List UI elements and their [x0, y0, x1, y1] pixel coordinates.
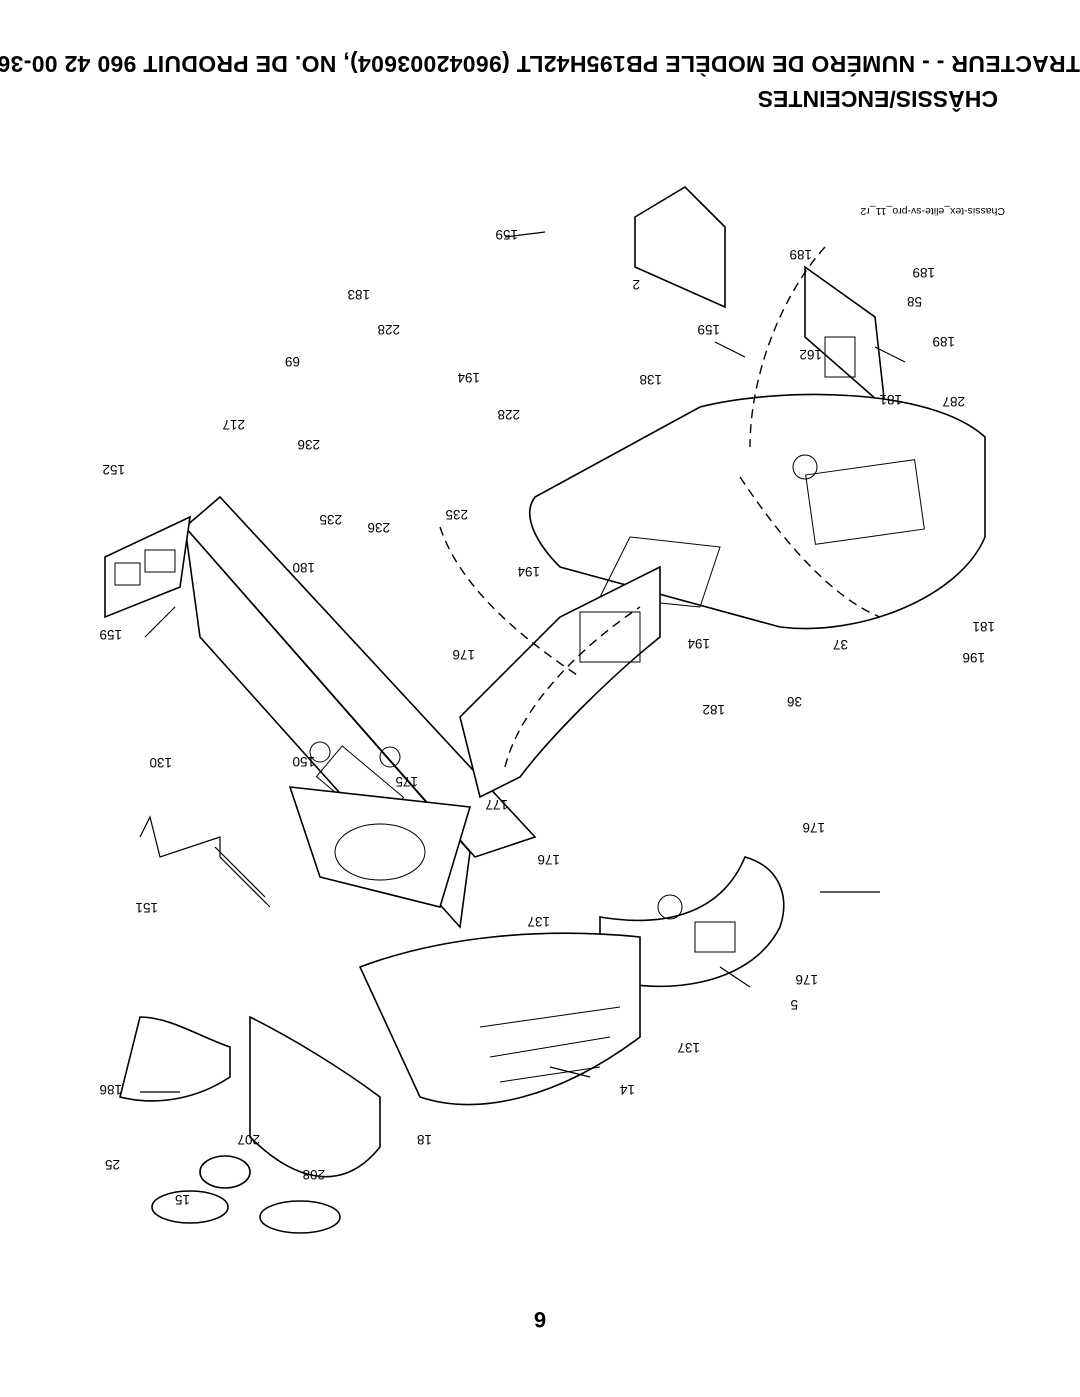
part-number-207: 207 — [237, 1132, 260, 1147]
front-grille — [119, 1015, 381, 1234]
part-number-287: 287 — [942, 394, 965, 409]
part-number-236: 236 — [297, 437, 320, 452]
part-number-175: 175 — [395, 774, 418, 789]
part-number-177: 177 — [485, 797, 508, 812]
connector-line — [439, 526, 581, 678]
part-number-36: 36 — [786, 694, 802, 709]
part-number-150: 150 — [292, 754, 315, 769]
part-number-130: 130 — [149, 755, 172, 770]
part-number-194: 194 — [457, 370, 480, 385]
part-number-151: 151 — [135, 900, 158, 915]
part-number-217: 217 — [222, 417, 245, 432]
part-number-25: 25 — [104, 1157, 120, 1172]
rear-bracket — [104, 515, 192, 619]
part-number-5: 5 — [790, 997, 798, 1012]
part-number-181: 181 — [879, 392, 902, 407]
part-number-235: 235 — [319, 512, 342, 527]
part-number-159: 159 — [99, 627, 122, 642]
part-number-15: 15 — [174, 1192, 190, 1207]
part-number-189: 189 — [932, 334, 955, 349]
part-number-18: 18 — [416, 1132, 432, 1147]
part-number-137: 137 — [527, 914, 550, 929]
part-number-189: 189 — [912, 265, 935, 280]
part-number-14: 14 — [619, 1082, 635, 1097]
part-number-162: 162 — [799, 347, 822, 362]
hood-pan — [529, 393, 986, 630]
part-number-176: 176 — [795, 972, 818, 987]
part-number-183: 183 — [347, 287, 370, 302]
part-number-181: 181 — [972, 619, 995, 634]
part-number-138: 138 — [639, 372, 662, 387]
leader-lines — [140, 231, 906, 1093]
part-number-194: 194 — [517, 564, 540, 579]
part-number-196: 196 — [962, 650, 985, 665]
steering-bracket — [634, 185, 887, 409]
part-number-186: 186 — [99, 1082, 122, 1097]
part-number-228: 228 — [377, 322, 400, 337]
part-number-58: 58 — [906, 294, 922, 309]
page-number: 6 — [533, 1307, 547, 1332]
part-number-176: 176 — [537, 852, 560, 867]
part-number-2: 2 — [632, 277, 640, 292]
hood — [358, 932, 641, 1106]
seat-support — [288, 786, 472, 908]
part-number-208: 208 — [302, 1167, 325, 1182]
part-number-137: 137 — [677, 1040, 700, 1055]
part-number-176: 176 — [802, 820, 825, 835]
part-number-189: 189 — [789, 247, 812, 262]
drawing-reference: Chassis-tex_elite-sv-pro_11_r2 — [860, 205, 1005, 217]
part-number-159: 159 — [495, 227, 518, 242]
part-number-152: 152 — [102, 462, 125, 477]
part-number-236: 236 — [367, 520, 390, 535]
cable-bracket — [139, 815, 271, 908]
part-number-176: 176 — [452, 647, 475, 662]
part-number-194: 194 — [687, 636, 710, 651]
part-number-37: 37 — [832, 637, 848, 652]
dash-panel — [459, 565, 661, 799]
connector-line — [504, 606, 641, 768]
part-number-69: 69 — [284, 354, 300, 369]
part-number-180: 180 — [292, 560, 315, 575]
part-number-228: 228 — [497, 407, 520, 422]
connector-line — [749, 246, 826, 448]
center-console — [599, 856, 785, 988]
part-number-182: 182 — [702, 702, 725, 717]
connector-line — [739, 476, 881, 618]
part-number-235: 235 — [445, 507, 468, 522]
part-number-159: 159 — [697, 322, 720, 337]
